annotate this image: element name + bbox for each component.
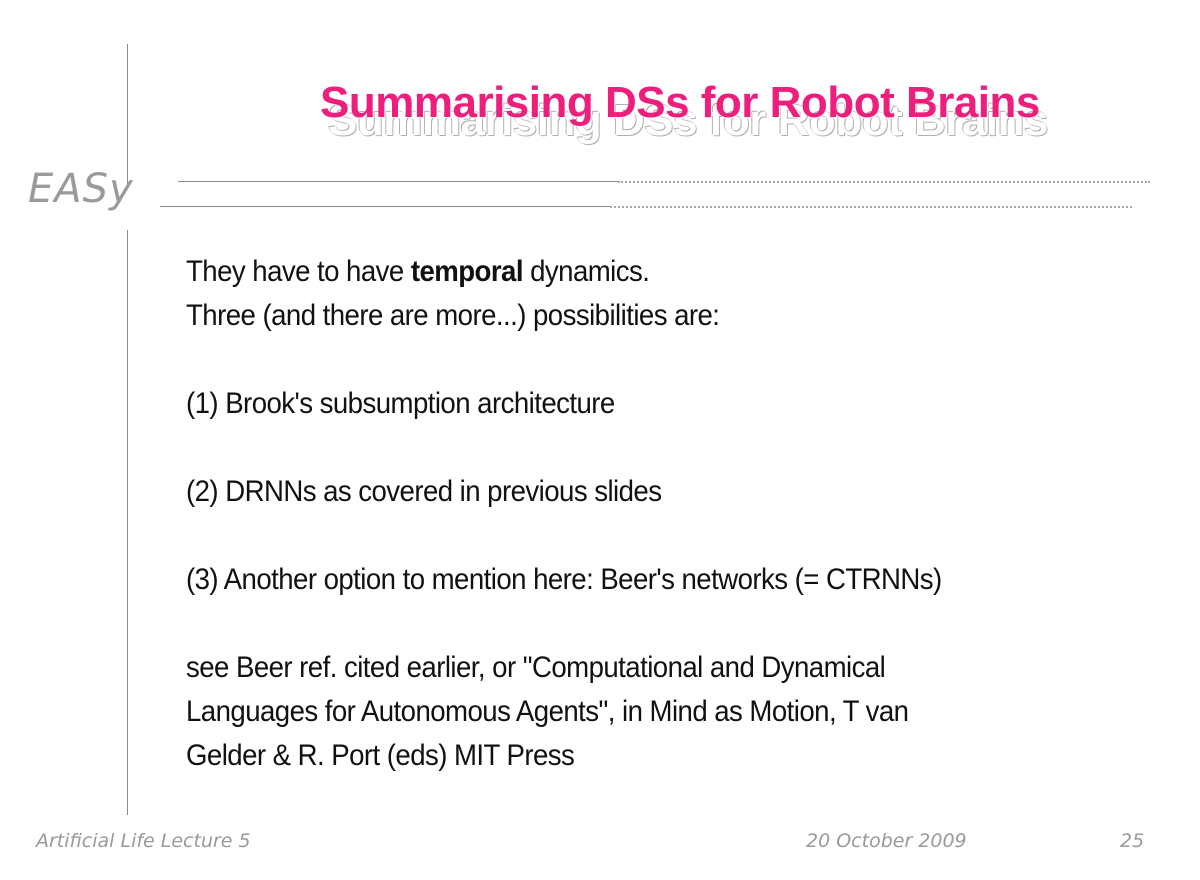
list-item-3: (3) Another option to mention here: Beer… <box>186 563 942 596</box>
header-rule-upper-solid <box>178 181 618 182</box>
reference-line-3: Gelder & R. Port (eds) MIT Press <box>186 739 575 772</box>
footer-page-number: 25 <box>1120 830 1145 852</box>
body-line-temporal-pre: They have to have <box>186 255 411 288</box>
slide-body: They have to have temporal dynamics. Thr… <box>186 250 1014 778</box>
footer-date: 20 October 2009 <box>806 830 967 852</box>
list-item-1: (1) Brook's subsumption architecture <box>186 387 615 420</box>
left-vertical-rule-top <box>127 44 128 184</box>
body-line-temporal-bold: temporal <box>410 255 524 288</box>
brand-logo-text: EASy <box>28 166 134 212</box>
list-item-2: (2) DRNNs as covered in previous slides <box>186 475 662 508</box>
body-line-temporal: They have to have temporal dynamics. <box>186 250 1014 294</box>
footer-course: Artificial Life Lecture 5 <box>36 830 251 852</box>
header-rule-lower-dotted <box>610 206 1132 208</box>
left-vertical-rule-bottom <box>127 230 128 815</box>
slide-title-shadow: Summarising DSs for Robot Brains <box>328 96 1048 145</box>
slide-title-container: Summarising DSs for Robot Brains Summari… <box>320 78 1048 158</box>
header-rule-upper-dotted <box>618 181 1150 183</box>
slide-title: Summarising DSs for Robot Brains <box>320 78 1040 127</box>
reference-line-1: see Beer ref. cited earlier, or "Computa… <box>186 651 886 684</box>
header-rule-lower-solid <box>160 206 610 207</box>
body-line-possibilities: Three (and there are more...) possibilit… <box>186 299 720 332</box>
reference-line-2: Languages for Autonomous Agents", in Min… <box>186 695 909 728</box>
body-line-temporal-post: dynamics. <box>522 255 650 288</box>
